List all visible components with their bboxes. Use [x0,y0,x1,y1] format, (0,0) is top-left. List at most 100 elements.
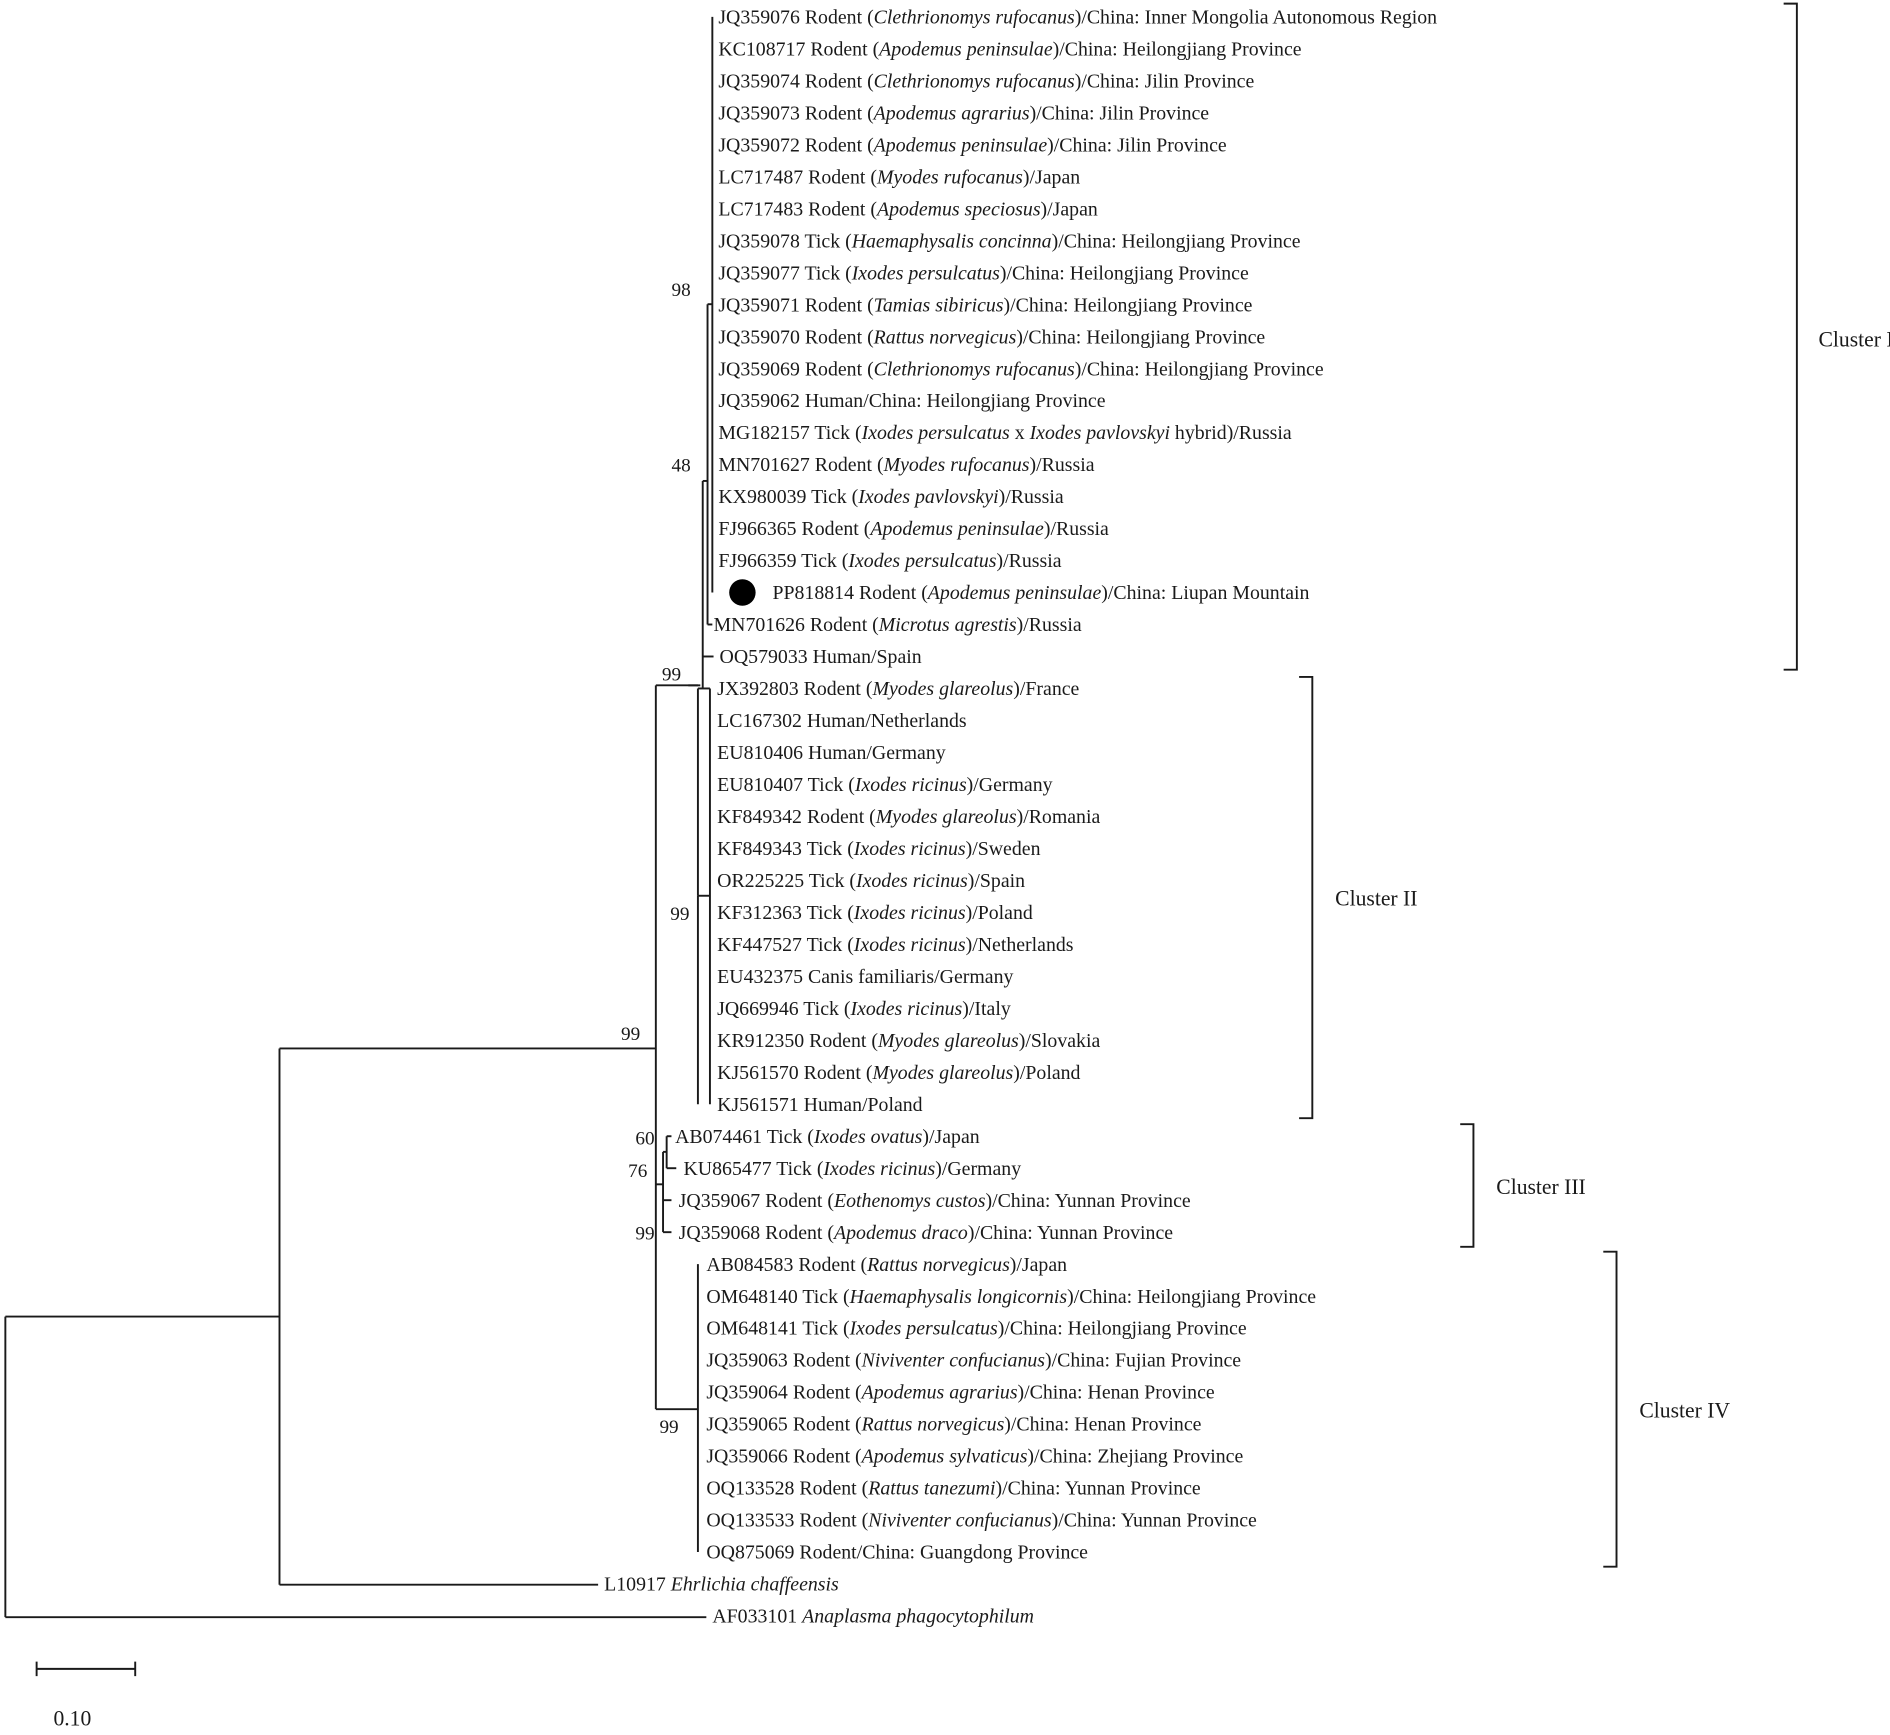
taxon-label: JQ359078 Tick (Haemaphysalis concinna)/C… [718,230,1300,252]
species-name: Myodes glareolus [877,1030,1019,1052]
accession-number: KF447527 [717,934,802,956]
accession-number: JQ359067 [679,1190,761,1212]
accession-number: JX392803 [717,678,799,700]
taxon-label: JQ359066 Rodent (Apodemus sylvaticus)/Ch… [706,1446,1243,1468]
taxon-label: OM648141 Tick (Ixodes persulcatus)/China… [706,1318,1247,1340]
location-name: /China: Yunnan Province [974,1222,1173,1244]
punctuation: ( [862,134,874,156]
accession-number: MN701627 [718,454,810,476]
species-name: Clethrionomys rufocanus [874,6,1075,28]
accession-number: OQ133528 [706,1478,794,1500]
location-name: /China: Fujian Province [1052,1350,1242,1372]
cluster-bracket [1460,1123,1475,1248]
taxon-label: LC717483 Rodent (Apodemus speciosus)/Jap… [718,198,1098,220]
bootstrap-value: 99 [621,1024,640,1045]
species-name: Ixodes ricinus [855,870,968,892]
species-name: Apodemus draco [832,1222,968,1244]
location-name: /Romania [1023,806,1100,828]
location-name: /China: Jilin Province [1054,134,1227,156]
accession-number: LC717487 [718,166,803,188]
punctuation: ) [966,934,973,956]
location-name: /China: Heilongjiang Province [863,390,1106,412]
taxon-label: MG182157 Tick (Ixodes persulcatus x Ixod… [718,422,1292,444]
location-name: /China: Yunnan Province [1002,1478,1201,1500]
species-name: Tamias sibiricus [874,294,1004,316]
location-name: /Germany [934,966,1013,988]
host-name: Rodent [805,38,868,60]
taxon-label: KC108717 Rodent (Apodemus peninsulae)/Ch… [718,38,1301,60]
host-name: Human [799,1094,862,1116]
location-name: /China: Heilongjiang Province [1010,294,1253,316]
host-name: Tick [803,774,843,796]
punctuation: ) [968,1222,975,1244]
host-name: Tick [762,1126,802,1148]
punctuation: ) [1041,198,1048,220]
taxon-label: LC167302 Human/Netherlands [717,710,966,732]
taxon-label: JQ359074 Rodent (Clethrionomys rufocanus… [718,70,1254,92]
species-name: Apodemus peninsulae [877,38,1053,60]
taxon-label: JQ359069 Rodent (Clethrionomys rufocanus… [718,358,1323,380]
location-name: /Japan [1047,198,1098,220]
host-name: Rodent [800,134,863,156]
punctuation: ( [838,1286,850,1308]
punctuation: ( [842,934,854,956]
location-name: /China: Yunnan Province [1058,1510,1257,1532]
species-name: Ixodes ricinus [822,1158,935,1180]
accession-number: OM648140 [706,1286,798,1308]
accession-number: OQ133533 [706,1510,794,1532]
taxon-label: OR225225 Tick (Ixodes ricinus)/Spain [717,870,1025,892]
accession-number: JQ359071 [718,294,800,316]
accession-number: JQ359063 [706,1350,788,1372]
bootstrap-values: 98 48 99 99 99 60 76 99 99 [621,280,691,1438]
bootstrap-value: 76 [628,1161,648,1182]
taxon-label: KF849343 Tick (Ixodes ricinus)/Sweden [717,838,1040,860]
punctuation: ( [862,102,874,124]
accession-number: JQ359073 [718,102,800,124]
location-name: /China: Heilongjiang Province [1004,1318,1247,1340]
location-name: /Slovakia [1025,1030,1100,1052]
punctuation: ( [862,358,874,380]
cluster-label: Cluster IV [1639,1399,1730,1423]
taxon-label: LC717487 Rodent (Myodes rufocanus)/Japan [718,166,1080,188]
species-name: Apodemus sylvaticus [860,1446,1028,1468]
host-name: Tick [799,998,839,1020]
punctuation: ) [1027,1446,1034,1468]
taxon-label: FJ966365 Rodent (Apodemus peninsulae)/Ru… [718,518,1109,540]
punctuation: ) [1004,1414,1011,1436]
accession-number: AF033101 [712,1606,797,1628]
species-name: Ehrlichia chaffeensis [670,1574,839,1596]
punctuation: ( [865,166,877,188]
accession-number: JQ359064 [706,1382,788,1404]
cluster-label: Cluster II [1335,886,1417,910]
species-name: Niviventer confucianus [861,1350,1046,1372]
punctuation: ( [916,582,928,604]
host-name: Tick [798,1318,838,1340]
taxon-label: KJ561571 Human/Poland [717,1094,923,1116]
host-name: Rodent [803,166,866,188]
accession-number: FJ966359 [718,550,796,572]
punctuation: ( [850,1414,862,1436]
punctuation: ) [1047,134,1054,156]
location-name: /Russia [1036,454,1095,476]
punctuation: ( [850,422,862,444]
location-name: /Germany [942,1158,1021,1180]
taxon-label: KX980039 Tick (Ixodes pavlovskyi)/Russia [718,486,1064,508]
host-name: Tick [800,230,840,252]
taxon-label: JQ359071 Rodent (Tamias sibiricus)/China… [718,294,1252,316]
taxon-label: PP818814 Rodent (Apodemus peninsulae)/Ch… [772,582,1309,604]
punctuation: ) [966,838,973,860]
taxon-labels: JQ359076 Rodent (Clethrionomys rufocanus… [604,6,1437,1627]
location-name: /France [1020,678,1080,700]
accession-number: KU865477 [683,1158,771,1180]
species-name: Myodes glareolus [875,806,1017,828]
host-name: Tick [798,1286,838,1308]
species-name: Apodemus peninsulae [868,518,1044,540]
taxon-label: EU810407 Tick (Ixodes ricinus)/Germany [717,774,1053,796]
taxon-label: JQ359063 Rodent (Niviventer confucianus)… [706,1350,1241,1372]
tree-branches [4,16,714,1619]
punctuation: ) [1030,102,1037,124]
location-name: /China: Liupan Mountain [1108,582,1310,604]
host-name: Rodent [793,1254,856,1276]
punctuation: ( [872,454,884,476]
